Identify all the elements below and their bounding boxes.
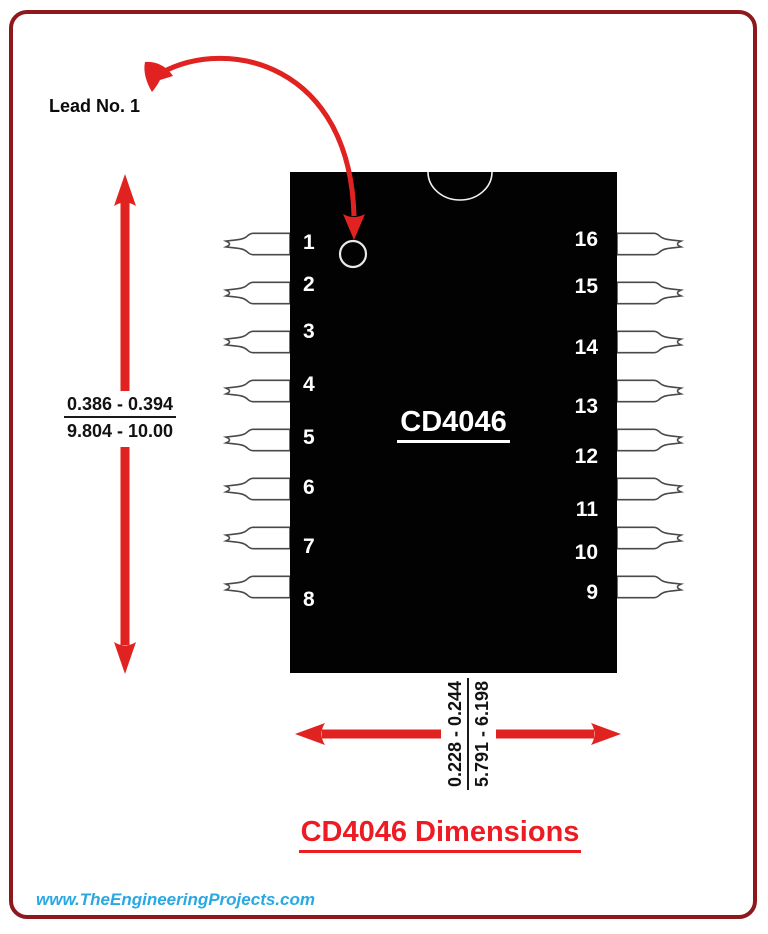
pin-lead [616,575,682,599]
website-watermark: www.TheEngineeringProjects.com [36,890,315,909]
pin-number-5: 5 [303,426,315,449]
pin-number-8: 8 [303,588,315,611]
pin-lead [616,330,682,354]
pin-number-4: 4 [303,373,315,396]
pin-number-10: 10 [574,541,598,564]
pin-lead [225,526,291,550]
lead-pointer-arrow [144,55,365,240]
pin-lead [616,477,682,501]
lead-no-1-label: Lead No. 1 [49,96,141,116]
right-pins [616,232,682,599]
height-dimension-arrow [114,174,136,674]
left-pins [225,232,291,599]
width-dimension-arrow [295,723,621,745]
pin-number-1: 1 [303,231,315,254]
pin-lead [225,477,291,501]
diagram-title-text: CD4046 Dimensions [298,816,582,853]
pin-number-2: 2 [303,273,315,296]
page-border [9,10,757,919]
pin-lead [616,428,682,452]
pin-number-9: 9 [586,581,598,604]
pin-lead [616,232,682,256]
pin-lead [225,232,291,256]
pin-lead [225,428,291,452]
chip-name-text: CD4046 [397,406,510,443]
height-mm-value: 9.804 - 10.00 [66,421,174,441]
pin-lead [225,330,291,354]
width-mm-value: 5.791 - 6.198 [472,680,492,788]
width-dimension-text: 0.228 - 0.244 5.791 - 6.198 [444,674,492,794]
pin-number-11: 11 [575,498,598,521]
pin-number-15: 15 [574,275,598,298]
pin-number-6: 6 [303,476,315,499]
width-inches-value: 0.228 - 0.244 [444,677,469,791]
chip-name-label: CD4046 [290,406,617,443]
pin-lead [616,526,682,550]
pin-lead [225,281,291,305]
pin-number-16: 16 [574,228,598,251]
height-inches-value: 0.386 - 0.394 [63,393,177,418]
pin-number-3: 3 [303,320,315,343]
pin-lead [225,379,291,403]
index-notch [427,171,493,201]
pin-lead [225,575,291,599]
pin-number-7: 7 [303,535,315,558]
pin-lead [616,379,682,403]
lead-indicator-circle [338,239,368,269]
chip-body [290,172,617,673]
pin-number-13: 13 [574,395,598,418]
pin-number-12: 12 [574,445,598,468]
pin-lead [616,281,682,305]
height-dimension-text: 0.386 - 0.394 9.804 - 10.00 [56,393,184,442]
pin-number-14: 14 [574,336,598,359]
diagram-title: CD4046 Dimensions [278,816,602,853]
